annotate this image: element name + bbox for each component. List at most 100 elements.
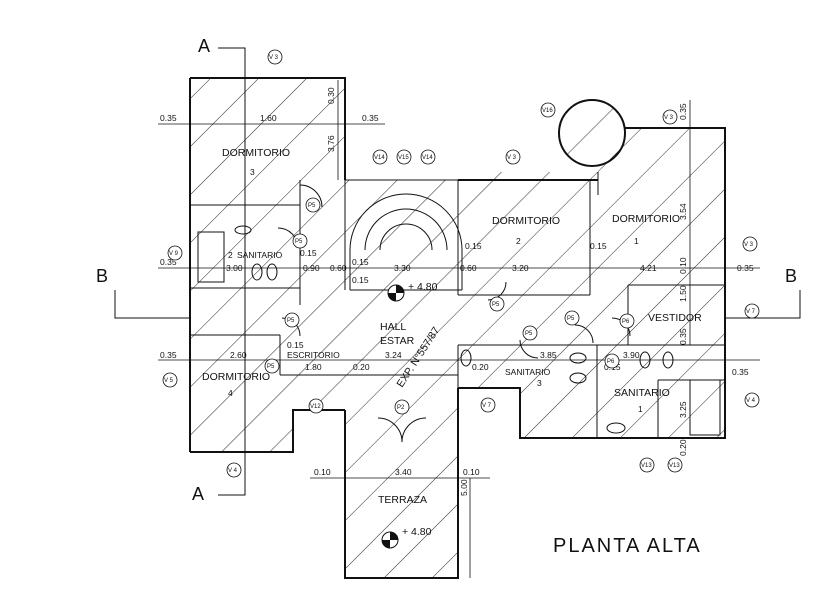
dim-label: 1.50 [678, 285, 688, 302]
room-dormitorio-4-number: 4 [228, 388, 233, 398]
dim-label: 0.30 [326, 87, 336, 104]
room-sanitario-1-number: 1 [638, 404, 643, 414]
dim-label: 0.60 [330, 263, 347, 273]
window-tag: V13 [669, 463, 680, 469]
dim-label: 3.90 [623, 350, 640, 360]
window-tag: V 3 [664, 115, 674, 121]
dim-label: 0.10 [314, 467, 331, 477]
door-tag: P6 [607, 359, 615, 365]
window-tag: V16 [542, 108, 553, 114]
window-tag: V 9 [169, 251, 179, 257]
door-tag: P5 [567, 316, 575, 322]
dim-label: 0.35 [678, 103, 688, 120]
dim-label: 5.00 [459, 479, 469, 496]
dim-label: 0.15 [352, 275, 369, 285]
room-sanitario-1-name: SANITARIO [614, 387, 670, 399]
door-tag: P5 [308, 203, 316, 209]
dim-label: 0.90 [303, 263, 320, 273]
dim-label: 0.15 [590, 241, 607, 251]
door-tags: P5 P5 P5 P5 P5 P5 P5 P6 P6 P2 [264, 197, 635, 415]
door-tag: P5 [287, 318, 295, 324]
room-dormitorio-3-name: DORMITORIO [222, 147, 290, 159]
dim-label: 0.20 [353, 362, 370, 372]
room-sanitario-2-number: 2 [228, 250, 233, 260]
dim-label: 3.54 [678, 203, 688, 220]
section-marker-b-right: B [785, 266, 797, 286]
level-hall: + 4.80 [408, 281, 438, 293]
door-tag: P5 [295, 239, 303, 245]
window-tag: V14 [374, 155, 385, 161]
dim-label: 0.20 [678, 439, 688, 456]
dim-label: 0.10 [463, 467, 480, 477]
room-dormitorio-1-number: 1 [634, 236, 639, 246]
room-escritorio-name: ESCRITORIO [287, 350, 340, 360]
dim-label: 1.80 [305, 362, 322, 372]
level-markers: + 4.80 + 4.80 [381, 281, 438, 549]
door-tag: P5 [492, 302, 500, 308]
door-tag: P5 [525, 331, 533, 337]
dim-label: 3.00 [226, 263, 243, 273]
door-tag: P5 [267, 364, 275, 370]
room-sanitario-3-number: 3 [537, 378, 542, 388]
section-marker-b-left: B [96, 266, 108, 286]
dim-label: 0.60 [460, 263, 477, 273]
dim-label: 3.30 [394, 263, 411, 273]
window-tag: V15 [398, 155, 409, 161]
room-labels: DORMITORIO 3 SANITARIO 2 DORMITORIO 4 ES… [202, 147, 702, 506]
room-sanitario-2-name: SANITARIO [237, 250, 283, 260]
window-tag: V 5 [164, 378, 174, 384]
hatched-floor [190, 78, 725, 578]
dim-label: 0.35 [160, 113, 177, 123]
room-dormitorio-3-number: 3 [250, 167, 255, 177]
window-tag: V 7 [482, 403, 492, 409]
door-tag: P6 [622, 319, 630, 325]
window-tag: V14 [422, 155, 433, 161]
section-lines: A A B B [96, 36, 801, 504]
dim-label: 0.35 [732, 367, 749, 377]
dim-label: 0.20 [472, 362, 489, 372]
window-tag: V 4 [228, 468, 238, 474]
dim-label: 3.85 [540, 350, 557, 360]
room-terraza-name: TERRAZA [378, 494, 427, 506]
drawing-title: PLANTA ALTA [553, 535, 702, 557]
dim-label: 0.10 [678, 257, 688, 274]
room-dormitorio-4-name: DORMITORIO [202, 371, 270, 383]
room-sanitario-3-name: SANITARIO [505, 367, 551, 377]
dimension-lines [158, 80, 760, 578]
section-marker-a-top: A [198, 36, 210, 56]
dim-label: 0.35 [362, 113, 379, 123]
room-dormitorio-1-name: DORMITORIO [612, 213, 680, 225]
dim-label: 0.15 [352, 257, 369, 267]
window-tag: V13 [641, 463, 652, 469]
window-tag: V 3 [269, 55, 279, 61]
door-tag: P2 [397, 405, 405, 411]
room-hall-name: HALL [380, 321, 406, 333]
dim-label: 4.21 [640, 263, 657, 273]
dim-label: 3.76 [326, 135, 336, 152]
dim-label: 0.15 [300, 248, 317, 258]
window-tag: V 4 [746, 398, 756, 404]
window-tags: V 3 V 3 V 3 V16 V14 V15 V14 V 3 V 9 V 7 … [162, 49, 760, 478]
room-dormitorio-2-number: 2 [516, 236, 521, 246]
window-tag: V 3 [744, 242, 754, 248]
dim-label: 0.35 [160, 257, 177, 267]
dim-label: 1.60 [260, 113, 277, 123]
room-dormitorio-2-name: DORMITORIO [492, 215, 560, 227]
dim-label: 0.35 [737, 263, 754, 273]
room-estar-name: ESTAR [380, 335, 415, 347]
dim-label: 2.60 [230, 350, 247, 360]
dim-label: 0.15 [287, 340, 304, 350]
room-vestidor-name: VESTIDOR [648, 312, 702, 324]
dim-label: 0.15 [465, 241, 482, 251]
window-tag: V12 [310, 404, 321, 410]
dim-label: 3.20 [512, 263, 529, 273]
dimension-labels: 0.35 1.60 0.35 0.30 3.76 0.35 3.00 0.15 … [160, 87, 754, 496]
dim-label: 3.24 [385, 350, 402, 360]
dim-label: 3.25 [678, 401, 688, 418]
dim-label: 0.35 [678, 328, 688, 345]
section-marker-a-bottom: A [192, 484, 204, 504]
window-tag: V 7 [746, 309, 756, 315]
window-tag: V 3 [507, 155, 517, 161]
dim-label: 3.40 [395, 467, 412, 477]
